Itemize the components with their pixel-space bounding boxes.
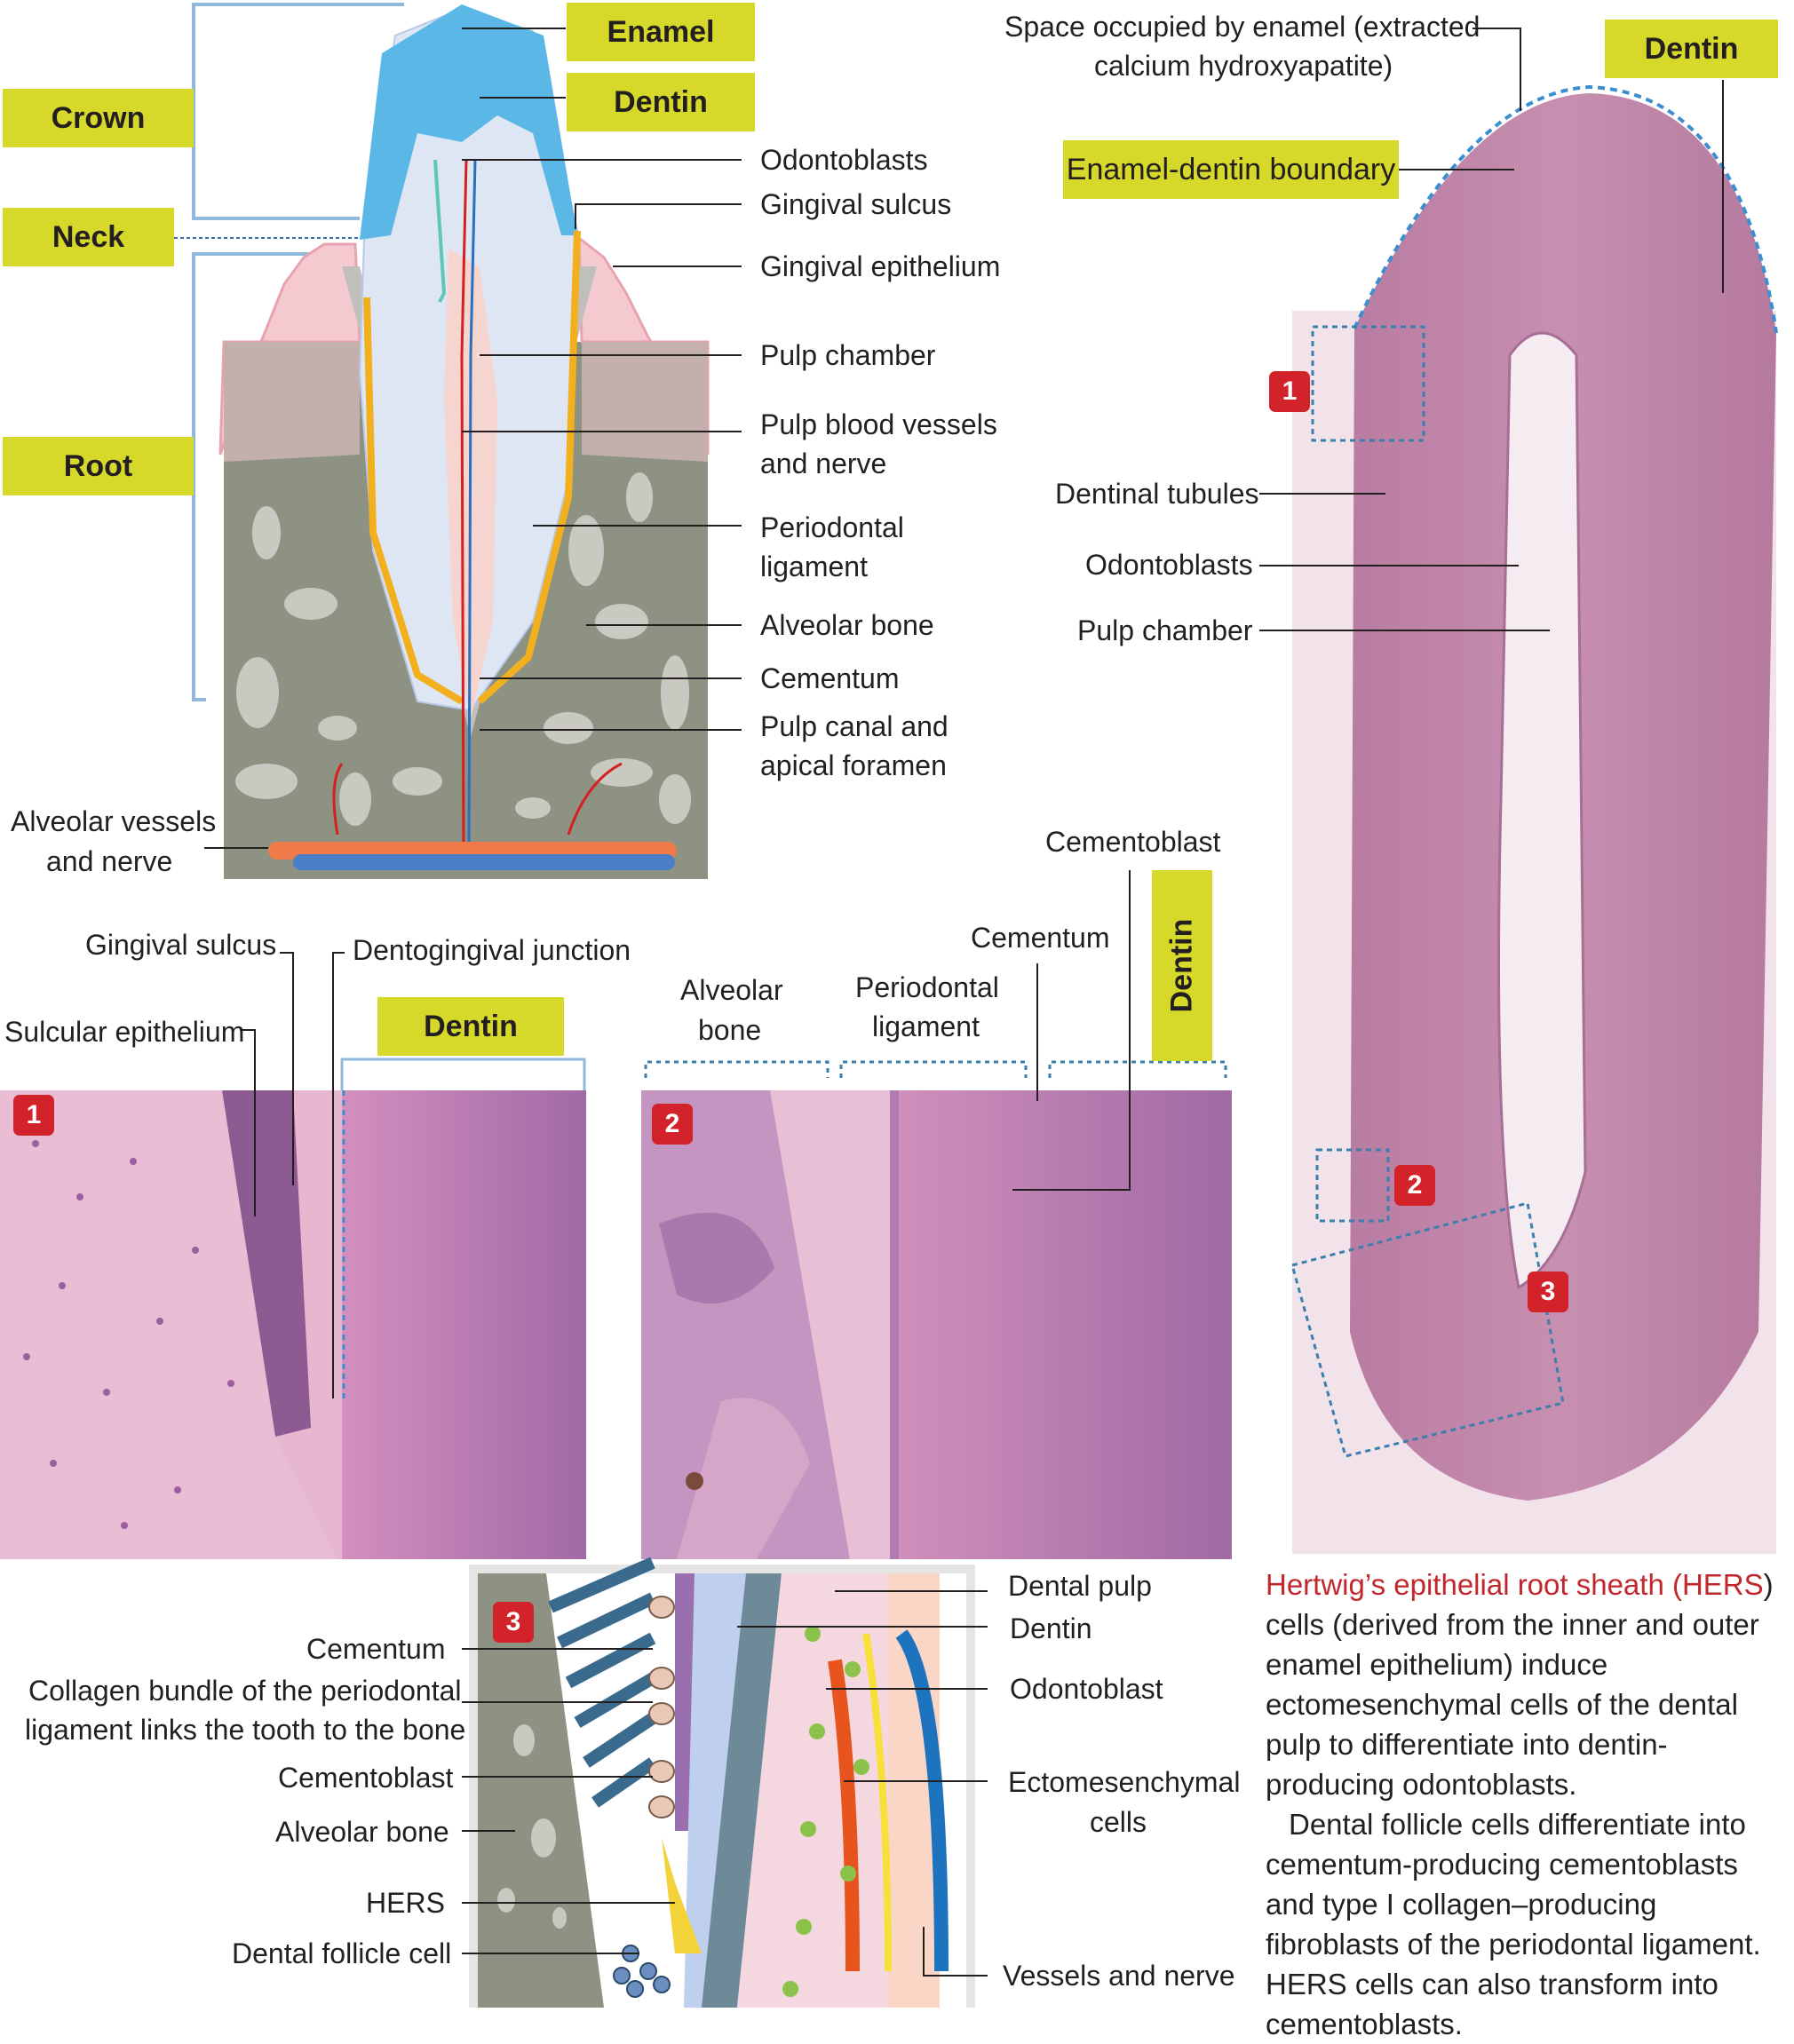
badge-2-micrograph: 2 bbox=[1394, 1165, 1435, 1206]
label-space-enamel-2: calcium hydroxyapatite) bbox=[1094, 50, 1393, 82]
tag-enamel-dentin-boundary: Enamel-dentin boundary bbox=[1063, 140, 1399, 199]
label-p3-dentin: Dentin bbox=[1010, 1612, 1092, 1644]
micrograph-panel-2 bbox=[641, 1090, 1232, 1559]
tag-neck: Neck bbox=[3, 208, 174, 266]
label-alveolar-vessels-2: and nerve bbox=[46, 845, 173, 877]
label-p3-collagen-1: Collagen bundle of the periodontal bbox=[28, 1675, 462, 1707]
label-p3-ectomesenchymal-1: Ectomesenchymal bbox=[1008, 1766, 1241, 1798]
caption-paragraph-1: cells (derived from the inner and outer … bbox=[1266, 1608, 1759, 1801]
label-p3-collagen-2: ligament links the tooth to the bone bbox=[25, 1714, 466, 1746]
label-alveolar-vessels-1: Alveolar vessels bbox=[11, 805, 217, 837]
badge-2-panel: 2 bbox=[652, 1104, 693, 1145]
label-p3-cementum: Cementum bbox=[306, 1633, 446, 1665]
label-p2-alveolar-bone-1: Alveolar bbox=[680, 974, 783, 1006]
label-pulp-chamber: Pulp chamber bbox=[760, 339, 936, 371]
label-p2-cementum: Cementum bbox=[971, 922, 1110, 954]
label-p3-dental-pulp: Dental pulp bbox=[1008, 1570, 1152, 1602]
badge-3-panel: 3 bbox=[493, 1602, 534, 1643]
tag-dentin-top: Dentin bbox=[567, 73, 755, 131]
label-p2-alveolar-bone-2: bone bbox=[698, 1014, 762, 1046]
label-pulp-canal-2: apical foramen bbox=[760, 749, 947, 781]
tag-dentin-panel1: Dentin bbox=[377, 997, 564, 1056]
label-pulp-vessels-1: Pulp blood vessels bbox=[760, 408, 997, 440]
label-pdl-2: ligament bbox=[760, 551, 868, 582]
label-dentinal-tubules: Dentinal tubules bbox=[1055, 478, 1259, 510]
tag-enamel: Enamel bbox=[567, 3, 755, 61]
label-p2-pdl-1: Periodontal bbox=[855, 971, 999, 1003]
tag-root: Root bbox=[3, 437, 194, 495]
badge-1-panel: 1 bbox=[13, 1095, 54, 1136]
tag-dentin-panel2-text: Dentin bbox=[1164, 918, 1199, 1013]
label-p1-gingival-sulcus: Gingival sulcus bbox=[85, 929, 277, 961]
label-gingival-epithelium: Gingival epithelium bbox=[760, 250, 1001, 282]
label-micro-pulp-chamber: Pulp chamber bbox=[1077, 614, 1253, 646]
label-p3-odontoblast: Odontoblast bbox=[1010, 1673, 1163, 1705]
label-pulp-vessels-2: and nerve bbox=[760, 448, 887, 479]
label-p2-cementoblast: Cementoblast bbox=[1045, 826, 1221, 858]
tag-dentin-right: Dentin bbox=[1605, 20, 1778, 78]
label-odontoblasts: Odontoblasts bbox=[760, 144, 928, 176]
tag-crown: Crown bbox=[3, 89, 194, 147]
tag-dentin-panel2: Dentin bbox=[1152, 870, 1212, 1061]
label-micro-odontoblasts: Odontoblasts bbox=[1085, 549, 1253, 581]
label-p2-pdl-2: ligament bbox=[872, 1010, 980, 1042]
label-p3-dental-follicle: Dental follicle cell bbox=[232, 1937, 452, 1969]
label-p3-alveolar-bone: Alveolar bone bbox=[275, 1816, 449, 1848]
label-pdl-1: Periodontal bbox=[760, 511, 904, 543]
caption-hers-name: Hertwig’s epithelial root sheath ( bbox=[1266, 1568, 1682, 1601]
badge-3-micrograph: 3 bbox=[1528, 1272, 1568, 1312]
label-p3-vessels-nerve: Vessels and nerve bbox=[1003, 1960, 1235, 1992]
label-alveolar-bone: Alveolar bone bbox=[760, 609, 934, 641]
badge-1-micrograph: 1 bbox=[1269, 371, 1310, 412]
caption: Hertwig’s epithelial root sheath (HERS) … bbox=[1266, 1565, 1781, 2044]
caption-paragraph-2: Dental follicle cells differentiate into… bbox=[1266, 1808, 1761, 2040]
label-gingival-sulcus: Gingival sulcus bbox=[760, 188, 952, 220]
label-p1-dentogingival-junction: Dentogingival junction bbox=[353, 934, 631, 966]
label-space-enamel-1: Space occupied by enamel (extracted bbox=[1004, 11, 1480, 43]
label-p3-cementoblast: Cementoblast bbox=[278, 1762, 454, 1794]
label-p3-hers: HERS bbox=[366, 1887, 445, 1919]
label-pulp-canal-1: Pulp canal and bbox=[760, 710, 949, 742]
label-cementum: Cementum bbox=[760, 662, 900, 694]
caption-hers-close: ) bbox=[1763, 1568, 1774, 1601]
label-p1-sulcular-epithelium: Sulcular epithelium bbox=[4, 1016, 245, 1048]
label-p3-ectomesenchymal-2: cells bbox=[1090, 1806, 1147, 1838]
caption-hers-abbr: HERS bbox=[1681, 1568, 1764, 1601]
